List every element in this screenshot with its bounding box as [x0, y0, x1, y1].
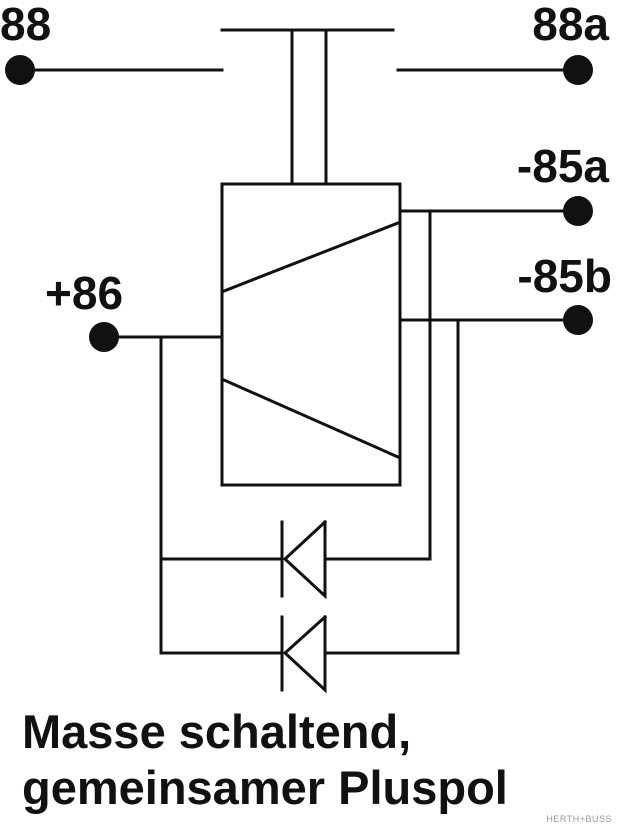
label-86: +86 [45, 267, 123, 319]
label-88a: 88a [532, 0, 609, 50]
terminal-85a-dot [563, 196, 593, 226]
terminal-86-dot [89, 322, 119, 352]
terminal-85b-dot [563, 305, 593, 335]
terminal-88a-dot [563, 55, 593, 85]
switch-contacts [18, 28, 580, 186]
left-wiring [102, 335, 224, 655]
coil-box [220, 182, 402, 487]
label-88: 88 [0, 0, 51, 50]
diode-1-triangle [282, 519, 328, 600]
right-wiring [398, 209, 580, 655]
diode-1 [159, 519, 432, 600]
relay-coil [220, 182, 402, 487]
terminal-88-dot [5, 55, 35, 85]
coil-diagonal-upper [222, 221, 400, 293]
diode-2-triangle [282, 614, 328, 694]
diode-2 [159, 614, 460, 694]
coil-diagonal-lower [222, 378, 400, 459]
label-85b: -85b [517, 250, 612, 302]
label-85a: -85a [517, 140, 609, 192]
caption-line-2: gemeinsamer Pluspol [22, 761, 508, 814]
watermark: HERTH+BUSS [546, 814, 612, 824]
caption-line-1: Masse schaltend, [22, 705, 411, 758]
terminals [5, 55, 593, 352]
